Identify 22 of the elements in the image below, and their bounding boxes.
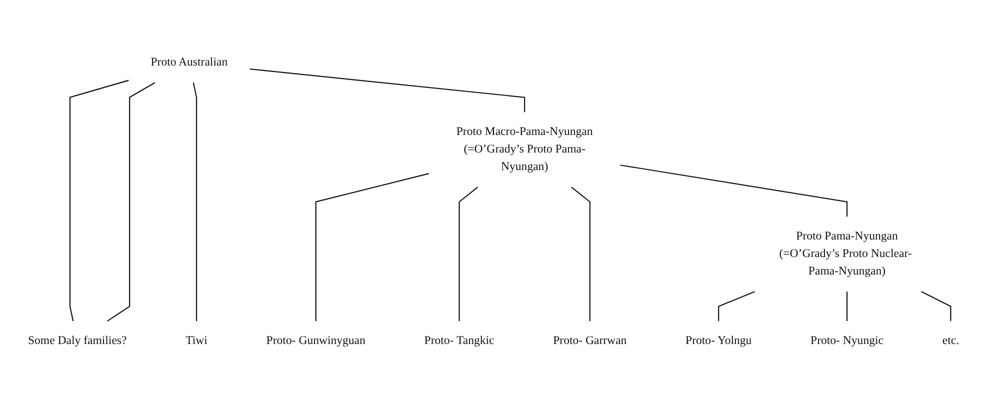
node-text: Proto- Tangkic [424,334,494,346]
node-text: Proto- Gunwinyguan [266,334,366,346]
node-text: Proto Australian [150,56,228,68]
node-text: Tiwi [186,334,208,346]
connector [69,79,129,321]
connector [846,291,848,321]
node-text: Proto Macro-Pama-Nyungan (=O’Grady’s Proto Pama-Nyungan) [456,124,593,173]
node-text: Proto- Garrwan [553,334,627,346]
node-text: Some Daly families? [28,334,127,346]
connector [250,68,526,112]
connector [921,290,952,321]
node-text: Proto Pama-Nyungan (=O’Grady’s Proto Nuclear- Pama-Nyungan) [779,229,912,278]
connector [718,290,755,321]
connector [458,186,478,321]
connector [571,186,590,321]
connector [107,82,156,322]
connector [315,172,430,321]
connector [192,82,198,321]
node-text: Proto- Yolngu [686,334,752,346]
node-text: etc. [942,334,960,346]
node-text: Proto- Nyungic [810,334,884,346]
connector [620,164,848,216]
